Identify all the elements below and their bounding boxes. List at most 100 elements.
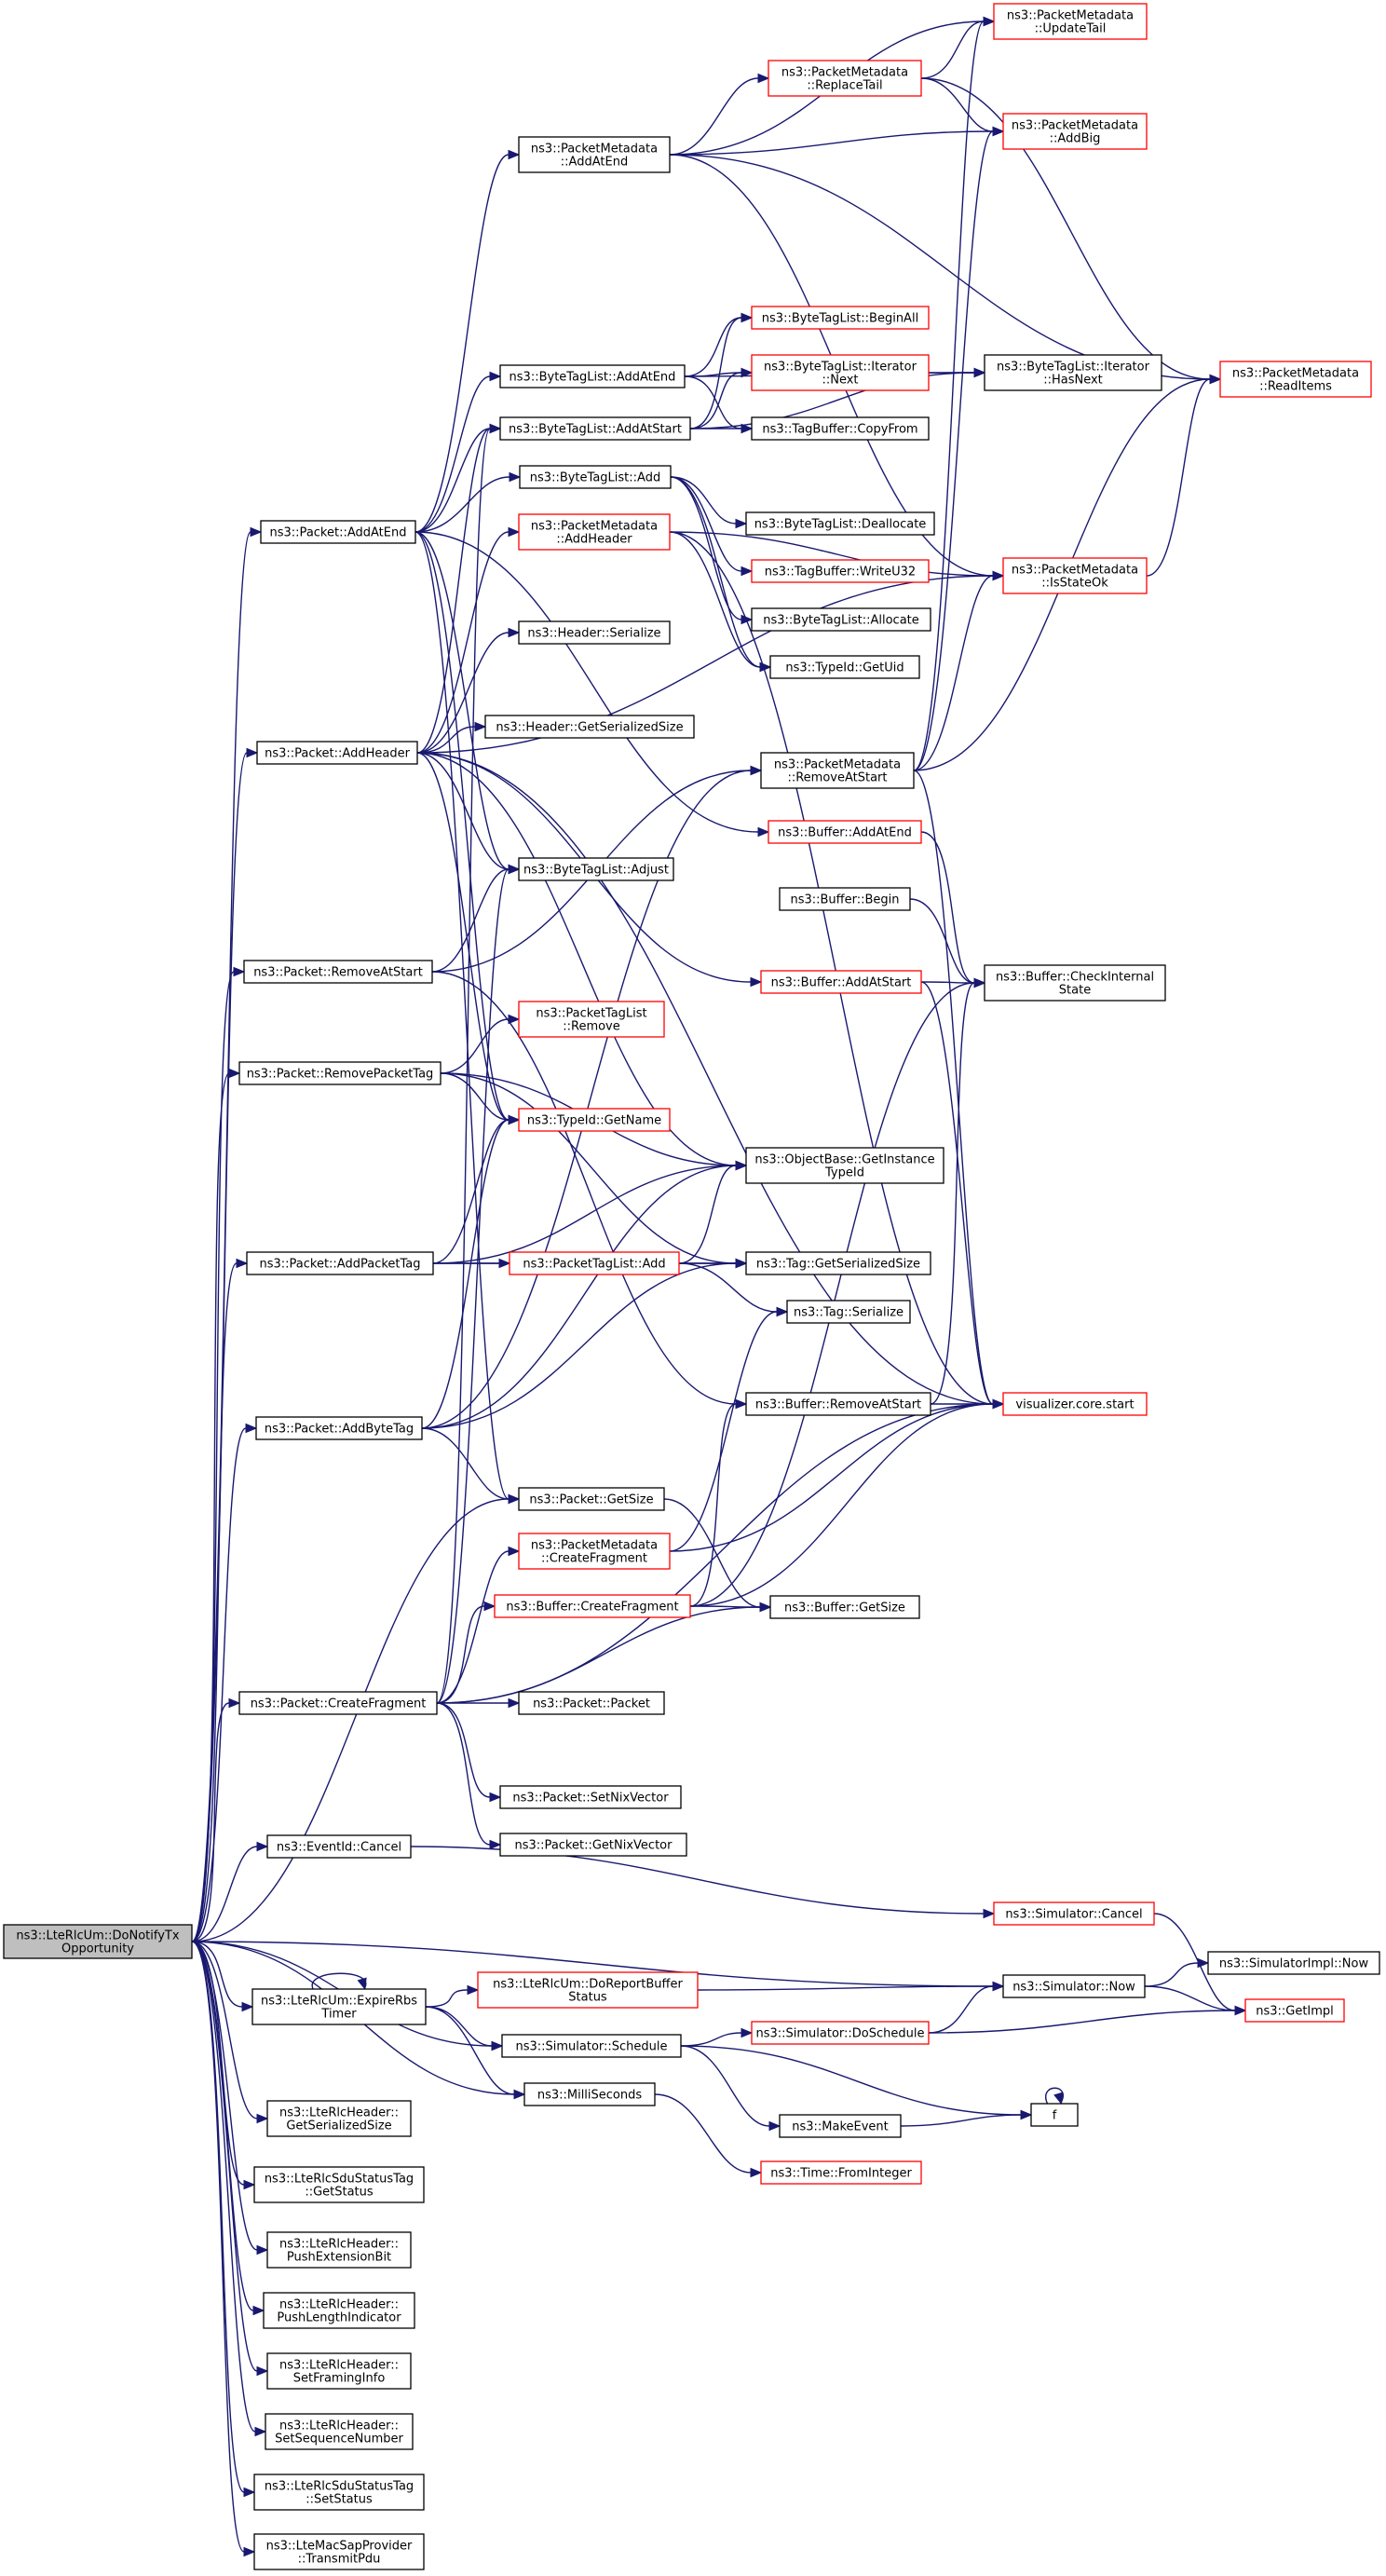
node-typeid-getuid[interactable]: ns3::TypeId::GetUid [769, 655, 920, 679]
node-simimpl-now[interactable]: ns3::SimulatorImpl::Now [1207, 1951, 1380, 1975]
node-lrh-pushlenind[interactable]: ns3::LteRlcHeader::PushLengthIndicator [263, 2292, 415, 2329]
edge-pkt_addheader-to-hdr_getsersize-arrowhead [474, 721, 487, 732]
node-buf-addatstart[interactable]: ns3::Buffer::AddAtStart [760, 970, 922, 994]
node-label: ns3::LteRlcHeader:: [279, 2359, 399, 2373]
edge-eventid_cancel-to-sim_cancel-arrowhead [983, 1908, 996, 1919]
node-hdr-serialize[interactable]: ns3::Header::Serialize [518, 620, 671, 645]
node-vis-core-start[interactable]: visualizer.core.start [1002, 1392, 1148, 1416]
node-tag-getsersize[interactable]: ns3::Tag::GetSerializedSize [745, 1251, 931, 1275]
node-lmsp-transmitpdu[interactable]: ns3::LteMacSapProvider::TransmitPdu [253, 2533, 425, 2570]
node-pkt-addatend[interactable]: ns3::Packet::AddAtEnd [260, 520, 416, 544]
node-sim-cancel[interactable]: ns3::Simulator::Cancel [993, 1901, 1155, 1926]
node-ptl-remove[interactable]: ns3::PacketTagList::Remove [518, 1001, 665, 1038]
node-box [266, 2352, 412, 2390]
node-label: ::GetStatus [305, 2186, 374, 2200]
node-pm-readitems[interactable]: ns3::PacketMetadata::ReadItems [1219, 361, 1372, 398]
node-pkt-removeatstart[interactable]: ns3::Packet::RemoveAtStart [243, 960, 433, 984]
node-btl-it-next[interactable]: ns3::ByteTagList::Iterator::Next [751, 354, 930, 391]
node-lrh-setframinginfo[interactable]: ns3::LteRlcHeader::SetFramingInfo [266, 2352, 412, 2390]
node-label: ::Next [822, 374, 858, 388]
edge-pkt_addbytetag-to-tag_getsersize [421, 1262, 737, 1429]
node-pkt-getsize[interactable]: ns3::Packet::GetSize [518, 1487, 665, 1511]
node-pm-isstateok[interactable]: ns3::PacketMetadata::IsStateOk [1002, 557, 1148, 594]
node-f[interactable]: f [1030, 2103, 1079, 2127]
node-pm-createfragment[interactable]: ns3::PacketMetadata::CreateFragment [518, 1533, 671, 1570]
node-hdr-getsersize[interactable]: ns3::Header::GetSerializedSize [484, 715, 695, 739]
node-pm-addheader[interactable]: ns3::PacketMetadata::AddHeader [518, 513, 671, 551]
node-label: ns3::PacketMetadata [531, 520, 658, 534]
node-btl-dealloc[interactable]: ns3::ByteTagList::Deallocate [745, 511, 935, 536]
edge-pkt_createfragment-to-pkt_setnixvector-arrowhead [489, 1792, 502, 1803]
node-time-frominteger[interactable]: ns3::Time::FromInteger [760, 2160, 922, 2185]
node-lrsst-setstatus[interactable]: ns3::LteRlcSduStatusTag::SetStatus [253, 2474, 425, 2511]
node-box [518, 1487, 665, 1511]
node-tb-writeu32[interactable]: ns3::TagBuffer::WriteU32 [751, 559, 930, 583]
node-label: ns3::Simulator::Cancel [1005, 1908, 1142, 1922]
node-buf-getsize[interactable]: ns3::Buffer::GetSize [769, 1595, 920, 1619]
node-btl-adjust[interactable]: ns3::ByteTagList::Adjust [518, 857, 674, 881]
node-typeid-getname[interactable]: ns3::TypeId::GetName [518, 1108, 671, 1132]
node-pkt-setnixvector[interactable]: ns3::Packet::SetNixVector [499, 1785, 682, 1809]
node-pm-replacetail[interactable]: ns3::PacketMetadata::ReplaceTail [768, 60, 922, 97]
node-lrh-setseqnum[interactable]: ns3::LteRlcHeader::SetSequenceNumber [265, 2413, 414, 2450]
node-buf-begin[interactable]: ns3::Buffer::Begin [779, 887, 911, 911]
node-ptl-add[interactable]: ns3::PacketTagList::Add [509, 1251, 680, 1275]
node-btl-it-hasnext[interactable]: ns3::ByteTagList::Iterator::HasNext [984, 354, 1162, 391]
node-pm-addatend[interactable]: ns3::PacketMetadata::AddAtEnd [518, 136, 671, 173]
node-label: ns3::Buffer::Begin [790, 893, 899, 907]
node-pkt-addpackettag[interactable]: ns3::Packet::AddPacketTag [246, 1251, 434, 1275]
edge-pkt_addbytetag-to-pkt_getsize [421, 1427, 510, 1500]
node-pkt-removepackettag[interactable]: ns3::Packet::RemovePacketTag [238, 1061, 442, 1085]
node-getimpl[interactable]: ns3::GetImpl [1244, 1998, 1345, 2023]
node-btl-addatend[interactable]: ns3::ByteTagList::AddAtEnd [499, 364, 686, 388]
edge-lrc_expirerbstimer-to-lrc_expirerbstimer [311, 1972, 367, 1990]
edge-buf_addatstart-to-buf_checkinternal [920, 981, 975, 984]
edge-pkt_createfragment-to-btl_addatstart [436, 428, 491, 1704]
node-sim-schedule[interactable]: ns3::Simulator::Schedule [501, 2034, 682, 2058]
node-pkt-createfragment[interactable]: ns3::Packet::CreateFragment [238, 1691, 438, 1715]
node-pkt-addheader[interactable]: ns3::Packet::AddHeader [256, 741, 418, 765]
node-lrh-getsersize[interactable]: ns3::LteRlcHeader::GetSerializedSize [266, 2100, 412, 2137]
node-pm-updatetail[interactable]: ns3::PacketMetadata::UpdateTail [993, 3, 1148, 40]
node-pkt-packet[interactable]: ns3::Packet::Packet [518, 1691, 665, 1715]
edge-pkt_addheader-to-hdr_serialize [416, 632, 510, 754]
node-box [523, 2082, 656, 2106]
node-label: ns3::Packet::AddHeader [265, 747, 410, 761]
node-buf-removeatstart[interactable]: ns3::Buffer::RemoveAtStart [745, 1392, 931, 1416]
node-label: ns3::PacketTagList::Add [523, 1258, 665, 1272]
edge-pm_removeatstart-to-pm_updatetail [913, 20, 985, 771]
node-box [260, 520, 416, 544]
node-pm-removeatstart[interactable]: ns3::PacketMetadata::RemoveAtStart [760, 752, 915, 789]
node-pm-addbig[interactable]: ns3::PacketMetadata::AddBig [1002, 113, 1148, 150]
node-label: ns3::Packet::AddPacketTag [259, 1258, 420, 1272]
node-lrh-pushextbit[interactable]: ns3::LteRlcHeader::PushExtensionBit [266, 2231, 412, 2269]
node-box [499, 364, 686, 388]
node-btl-beginall[interactable]: ns3::ByteTagList::BeginAll [751, 306, 930, 330]
node-lrsst-getstatus[interactable]: ns3::LteRlcSduStatusTag::GetStatus [253, 2166, 425, 2203]
node-box [1219, 361, 1372, 398]
node-btl-add[interactable]: ns3::ByteTagList::Add [519, 465, 672, 489]
node-eventid-cancel[interactable]: ns3::EventId::Cancel [266, 1834, 412, 1859]
node-makeevent[interactable]: ns3::MakeEvent [779, 2114, 902, 2138]
edge-root-to-pkt_createfragment [191, 1702, 230, 1942]
node-sim-now[interactable]: ns3::Simulator::Now [1002, 1974, 1146, 1998]
node-btl-addatstart[interactable]: ns3::ByteTagList::AddAtStart [499, 416, 691, 441]
node-tag-serialize[interactable]: ns3::Tag::Serialize [786, 1300, 911, 1324]
node-tb-copyfrom[interactable]: ns3::TagBuffer::CopyFrom [751, 416, 930, 441]
node-pkt-addbytetag[interactable]: ns3::Packet::AddByteTag [255, 1416, 423, 1440]
node-label: ns3::GetImpl [1256, 2005, 1334, 2019]
node-millisec[interactable]: ns3::MilliSeconds [523, 2082, 656, 2106]
node-pkt-getnixvector[interactable]: ns3::Packet::GetNixVector [499, 1833, 687, 1857]
node-btl-alloc[interactable]: ns3::ByteTagList::Allocate [751, 607, 931, 632]
node-box [745, 1147, 944, 1184]
node-buf-createfragment[interactable]: ns3::Buffer::CreateFragment [494, 1594, 691, 1618]
edge-pkt_addpackettag-to-typeid_getname [432, 1119, 510, 1264]
node-sim-doschedule[interactable]: ns3::Simulator::DoSchedule [751, 2021, 930, 2045]
edge-btl_addatstart-to-btl_it_hasnext-arrowhead [973, 367, 986, 378]
node-buf-addatend[interactable]: ns3::Buffer::AddAtEnd [768, 820, 922, 844]
